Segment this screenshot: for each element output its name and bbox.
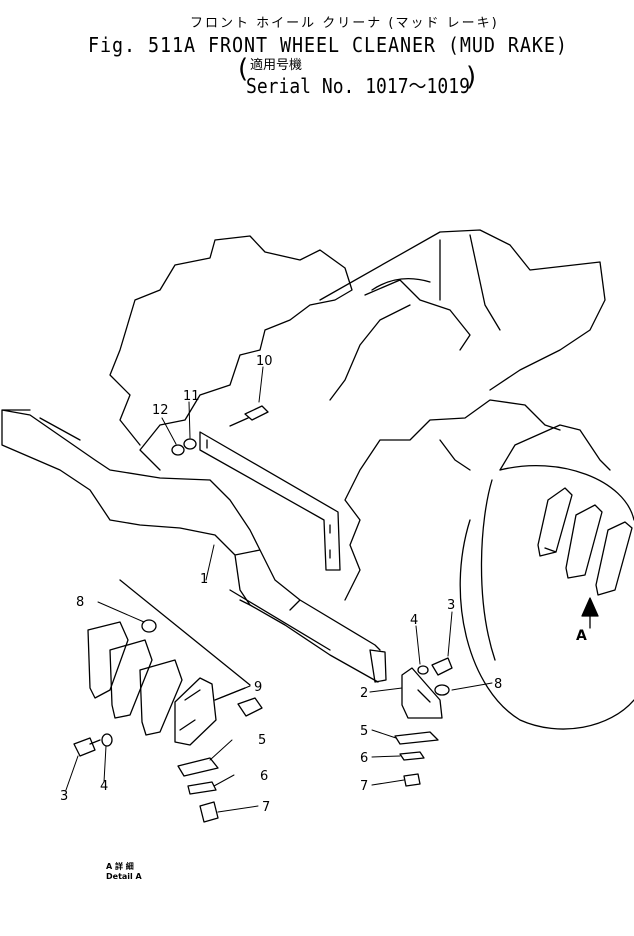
callout-7-detail: 7 [262,800,270,815]
callout-4-right: 4 [410,613,418,628]
detail-label: A 詳 細 Detail A [106,862,142,882]
callout-3-detail: 3 [60,789,68,804]
rake-tine-1 [537,487,573,557]
applicable-label: 適用号機 [250,58,303,73]
detail-a-tine-3 [139,659,183,736]
rear-tire-outline [109,235,353,471]
detail-a-bracket [174,677,217,746]
detail-a-washer-4 [101,733,113,747]
callout-8-detail: 8 [76,595,84,610]
washer-4-right [417,665,429,675]
detail-label-jp: A 詳 細 [106,862,134,871]
serial-range: Serial No. 1017～1019 [246,74,470,98]
callout-12: 12 [152,403,169,418]
callout-8-right: 8 [494,677,502,692]
callout-9: 9 [254,680,262,695]
view-marker-a: A [576,628,587,644]
rake-bar-inner [229,589,331,651]
callout-5-right: 5 [360,724,368,739]
rake-tine-2 [565,504,603,579]
detail-a-tine-2 [109,639,153,719]
detail-a-nut-8 [141,619,157,633]
plate-5-right [394,731,439,745]
callout-3-right: 3 [447,598,455,613]
callout-5-detail: 5 [258,733,266,748]
rake-mount-plate [499,424,611,471]
bolt-3-right [431,657,453,676]
detail-a-plate-5 [177,757,219,777]
callout-11: 11 [183,389,200,404]
detail-a-bolt-3 [73,737,101,757]
detail-a-guide-line [119,579,251,686]
nut-8-right [434,684,450,696]
callout-6-right: 6 [360,751,368,766]
rake-bar-part-1 [1,409,381,683]
rake-tine-3 [595,521,633,596]
japanese-title: フロント ホイール クリーナ (マッド レーキ) [190,16,499,31]
bracket-part-2 [401,667,443,719]
frame-upper-edge [371,278,431,291]
frame-body [319,229,606,401]
view-arrow-a [581,597,599,629]
front-tire-lugs [344,399,561,601]
callout-1: 1 [200,572,208,587]
callout-2: 2 [360,686,368,701]
washer-11 [183,438,197,450]
plate-6-right [399,751,425,761]
detail-a-bolt-7 [199,801,219,823]
right-parenthesis: ) [466,62,477,92]
callout-4-detail: 4 [100,779,108,794]
callout-7-right: 7 [360,779,368,794]
nut-12 [171,444,185,456]
bolt-10 [229,405,269,427]
bolt-7-right [403,773,421,787]
mounting-bracket [199,431,341,571]
detail-label-en: Detail A [106,872,142,881]
wheel-rim [480,479,496,661]
wheel-disc [459,464,634,730]
title-block: フロント ホイール クリーナ (マッド レーキ) Fig. 511A FRONT… [0,0,634,110]
left-parenthesis: ( [238,54,249,84]
callout-10: 10 [256,354,273,369]
callout-6-detail: 6 [260,769,268,784]
detail-a-tine-1 [87,621,129,699]
rake-bar-end [369,649,387,683]
detail-a-plate-6 [187,781,217,795]
figure-title: Fig. 511A FRONT WHEEL CLEANER (MUD RAKE) [88,33,568,57]
